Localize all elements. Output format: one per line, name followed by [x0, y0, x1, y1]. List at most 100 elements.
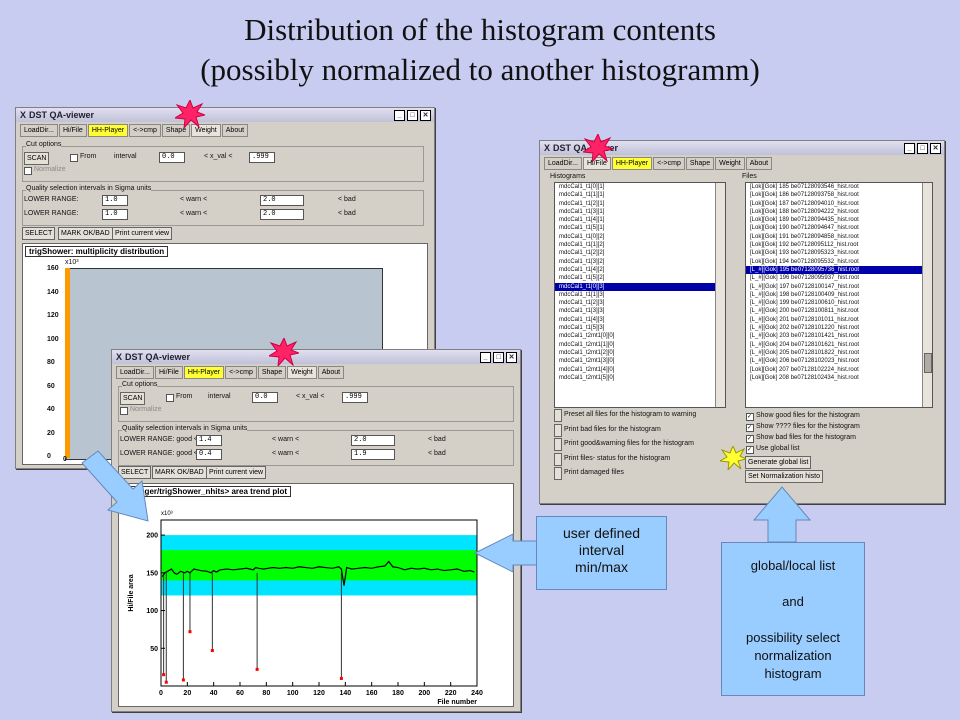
file-list-item[interactable]: [L_#][Gok] 196 be07128095937_hist.root	[750, 275, 860, 282]
tab-about[interactable]: About	[221, 124, 249, 137]
close-button[interactable]: ✕	[420, 110, 431, 121]
histogram-list[interactable]: mdcCal1_t1[0][1]mdcCal1_t1[1][1]mdcCal1_…	[554, 182, 726, 408]
file-list-item[interactable]: [L_#][Gok] 201 be07128101011_hist.root	[750, 316, 859, 323]
histogram-list-item[interactable]: mdcCal1_t1[1][2]	[559, 242, 605, 249]
file-list-item[interactable]: [Lok][Gok] 187 be07128094010_hist.root	[750, 200, 859, 207]
histogram-list-item[interactable]: mdcCal1_t1[4][3]	[559, 316, 605, 323]
tab-hh-player[interactable]: HH-Player	[183, 366, 225, 379]
histogram-action-button[interactable]	[554, 438, 562, 451]
warn-input-2[interactable]: 1.9	[351, 449, 395, 460]
tab-loaddir[interactable]: LoadDir...	[544, 157, 582, 170]
histogram-list-item[interactable]: mdcCal1_t1[1][1]	[559, 192, 605, 199]
file-list-item[interactable]: [Lok][Gok] 194 be07128095532_hist.root	[750, 258, 859, 265]
normalize-checkbox[interactable]	[24, 167, 32, 175]
from-checkbox[interactable]	[166, 394, 174, 402]
histogram-list-item[interactable]: mdcCal1_t1[2][1]	[559, 200, 605, 207]
tab-hh-player[interactable]: HH-Player	[611, 157, 653, 170]
histogram-list-item[interactable]: mdcCal1_t1[1][3]	[559, 291, 605, 298]
file-list-item[interactable]: [L_#][Gok] 199 be07128100610_hist.root	[750, 300, 860, 307]
file-list-item[interactable]: [Lok][Gok] 208 be07128102434_hist.root	[750, 374, 859, 381]
file-list-scrollbar[interactable]	[922, 183, 932, 407]
file-list-item[interactable]: [Lok][Gok] 191 be07128094858_hist.root	[750, 233, 859, 240]
generate-global-list-button[interactable]: Generate global list	[745, 456, 812, 469]
file-list-item[interactable]: [L_#][Gok] 197 be07128100147_hist.root	[750, 283, 860, 290]
tab-about[interactable]: About	[317, 366, 345, 379]
warn-input-1[interactable]: 2.0	[351, 435, 395, 446]
file-list-item[interactable]: [L_#][Gok] 204 be07128101621_hist.root	[750, 341, 860, 348]
lower-range-input-2[interactable]: 0.4	[196, 449, 222, 460]
histogram-list-item[interactable]: mdcCal1_t1[5][2]	[559, 275, 605, 282]
tab-hifile[interactable]: Hi/File	[582, 157, 611, 170]
warn-input-1[interactable]: 2.0	[260, 195, 304, 206]
mark-button[interactable]: MARK OK/BAD	[58, 227, 113, 240]
scan-button[interactable]: SCAN	[24, 152, 50, 165]
tab-hifile[interactable]: Hi/File	[58, 124, 87, 137]
histogram-list-item[interactable]: mdcCal1_t2mt1[5][0]	[559, 374, 615, 381]
file-list-item[interactable]: [Lok][Gok] 188 be07128094222_hist.root	[750, 208, 859, 215]
histogram-list-item[interactable]: mdcCal1_t1[4][2]	[559, 266, 605, 273]
histogram-action-button[interactable]	[554, 452, 562, 466]
tab-loaddir[interactable]: LoadDir...	[116, 366, 154, 379]
set-normalization-button[interactable]: Set Normalization histo	[745, 470, 823, 483]
file-list-item[interactable]: [Lok][Gok] 185 be07128093546_hist.root	[750, 184, 859, 190]
select-button[interactable]: SELECT	[22, 227, 56, 240]
histogram-list-item[interactable]: mdcCal1_t1[4][1]	[559, 217, 605, 224]
tab-weight[interactable]: Weight	[191, 124, 221, 137]
histogram-list-item[interactable]: mdcCal1_t1[5][3]	[559, 325, 605, 332]
interval-max-input[interactable]: .999	[342, 392, 368, 403]
histogram-list-item[interactable]: mdcCal1_t1[2][2]	[559, 250, 605, 257]
lower-range-input-1[interactable]: 1.0	[102, 195, 128, 206]
file-list[interactable]: [Lok][Gok] 185 be07128093546_hist.root [L…	[745, 182, 933, 408]
tab-loaddir[interactable]: LoadDir...	[20, 124, 58, 137]
file-filter-checkbox[interactable]: ✓	[746, 424, 754, 432]
file-list-item[interactable]: [Lok][Gok] 207 be07128102224_hist.root	[750, 366, 859, 373]
file-list-item[interactable]: [Lok][Gok] 186 be07128093758_hist.root	[750, 192, 859, 199]
tab-about[interactable]: About	[745, 157, 773, 170]
file-filter-checkbox[interactable]: ✓	[746, 435, 754, 443]
file-list-item[interactable]: [Lok][Gok] 192 be07128095112_hist.root	[750, 242, 859, 249]
lower-range-input-2[interactable]: 1.0	[102, 209, 128, 220]
histogram-list-item[interactable]: mdcCal1_t1[3][1]	[559, 208, 605, 215]
print-view-button[interactable]: Print current view	[206, 466, 267, 479]
interval-min-input[interactable]: 0.0	[252, 392, 278, 403]
interval-min-input[interactable]: 0.0	[159, 152, 185, 163]
tab-weight[interactable]: Weight	[715, 157, 745, 170]
minimize-button[interactable]: _	[394, 110, 405, 121]
histogram-list-item[interactable]: mdcCal1_t1[0][2]	[559, 233, 605, 240]
file-list-item[interactable]: [L_#][Gok] 200 be07128100811_hist.root	[750, 308, 859, 315]
tab-shape[interactable]: Shape	[685, 157, 715, 170]
file-list-item[interactable]: [L_#][Gok] 205 be07128101822_hist.root	[750, 349, 860, 356]
mark-button[interactable]: MARK OK/BAD	[152, 466, 207, 479]
file-filter-checkbox[interactable]: ✓	[746, 446, 754, 454]
histogram-list-scrollbar[interactable]	[715, 183, 725, 407]
histogram-list-item[interactable]: mdcCal1_t2mt1[0][0]	[559, 333, 615, 340]
histogram-list-item[interactable]: mdcCal1_t2mt1[4][0]	[559, 366, 615, 373]
interval-max-input[interactable]: .999	[249, 152, 275, 163]
histogram-list-item[interactable]: mdcCal1_t2mt1[3][0]	[559, 358, 615, 365]
file-list-item[interactable]: [Lok][Gok] 193 be07128095323_hist.root	[750, 250, 859, 257]
tab-shape[interactable]: Shape	[257, 366, 287, 379]
lower-range-input-1[interactable]: 1.4	[196, 435, 222, 446]
file-filter-checkbox[interactable]: ✓	[746, 413, 754, 421]
scan-button[interactable]: SCAN	[120, 392, 146, 405]
tab-cmp[interactable]: <->cmp	[653, 157, 685, 170]
histogram-list-item[interactable]: mdcCal1_t1[0][1]	[559, 184, 605, 190]
tab-shape[interactable]: Shape	[161, 124, 191, 137]
minimize-button[interactable]: _	[480, 352, 491, 363]
from-checkbox[interactable]	[70, 154, 78, 162]
tab-cmp[interactable]: <->cmp	[225, 366, 257, 379]
normalize-checkbox[interactable]	[120, 407, 128, 415]
histogram-action-button[interactable]	[554, 423, 562, 437]
select-button[interactable]: SELECT	[118, 466, 152, 479]
histogram-list-item[interactable]: mdcCal1_t2mt1[2][0]	[559, 349, 615, 356]
close-button[interactable]: ✕	[930, 143, 941, 154]
file-list-item[interactable]: [L_#][Gok] 198 be07128100409_hist.root	[750, 291, 860, 298]
print-view-button[interactable]: Print current view	[112, 227, 173, 240]
tab-hh-player[interactable]: HH-Player	[87, 124, 129, 137]
tab-cmp[interactable]: <->cmp	[129, 124, 161, 137]
file-list-item[interactable]: [L_#][Gok] 203 be07128101421_hist.root	[750, 333, 860, 340]
warn-input-2[interactable]: 2.0	[260, 209, 304, 220]
file-list-item[interactable]: [L_#][Gok] 202 be07128101220_hist.root	[750, 325, 860, 332]
tab-hifile[interactable]: Hi/File	[154, 366, 183, 379]
file-list-item[interactable]: [Lok][Gok] 190 be07128094647_hist.root	[750, 225, 859, 232]
